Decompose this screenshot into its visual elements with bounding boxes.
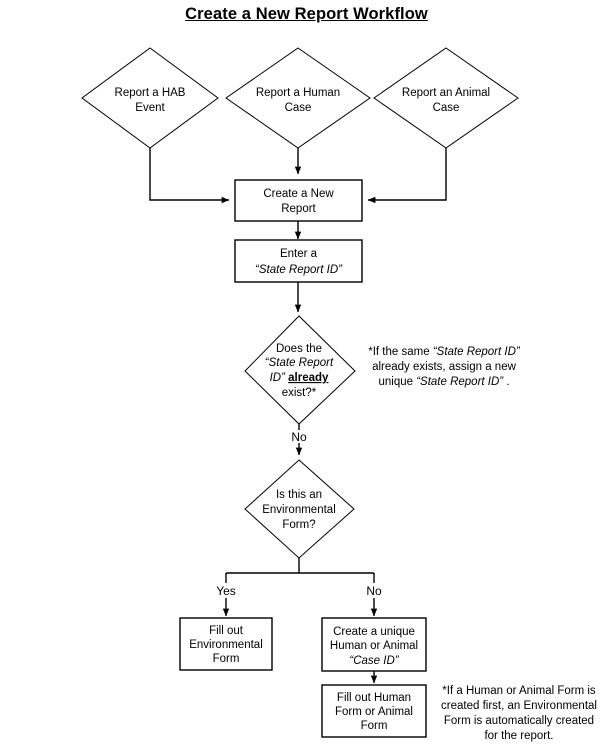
node-enter-state-report-id[interactable]: Enter a “State Report ID”	[234, 239, 363, 283]
connectors	[149, 148, 447, 684]
node-label-line1: Report a HAB	[115, 87, 186, 99]
node-create-new-report[interactable]: Create a New Report	[234, 179, 363, 222]
branch-label-decision-env-no: No	[366, 584, 382, 598]
node-label-line2: Environmental	[262, 504, 336, 516]
diamond-shape	[373, 47, 519, 149]
node-label-line1: Report an Animal	[402, 87, 490, 99]
node-label-line2: Form or Animal	[335, 706, 413, 718]
node-label-line1: Is this an	[276, 489, 322, 501]
node-label-line1: Fill out Human	[337, 692, 411, 704]
diamond-shape	[244, 459, 355, 559]
node-label-line2: Report	[281, 203, 316, 215]
node-label-line2: “State Report ID”	[255, 264, 343, 276]
node-decision-state-report-id-exists[interactable]: Does the “State Report ID” already exist…	[244, 315, 356, 425]
node-label-line1: Fill out	[209, 625, 244, 637]
node-report-human-case[interactable]: Report a Human Case	[225, 47, 371, 149]
diamond-shape	[244, 315, 356, 425]
connector-decision-env-split	[225, 558, 375, 583]
process-box	[234, 179, 363, 222]
note-auto-environmental-form: *If a Human or Animal Form is created fi…	[441, 685, 597, 742]
note-line1-prefix: *If the same	[368, 346, 433, 358]
node-report-animal-case[interactable]: Report an Animal Case	[373, 47, 519, 149]
node-label-line2: Case	[433, 102, 460, 114]
note-line3: unique “State Report ID” .	[378, 376, 509, 388]
note-line4: for the report.	[484, 730, 553, 742]
node-label-line3: Form	[361, 720, 388, 732]
node-label-line3: “Case ID”	[349, 655, 399, 667]
node-fill-out-environmental-form[interactable]: Fill out Environmental Form	[179, 617, 273, 671]
process-box	[321, 617, 427, 672]
node-label-line3-emphasis: already	[288, 372, 329, 384]
node-label-line4: exist?*	[282, 387, 317, 399]
note-line3-term: “State Report ID”	[416, 376, 504, 388]
page-title: Create a New Report Workflow	[185, 5, 428, 23]
title-block: Create a New Report Workflow	[0, 5, 613, 24]
node-label-line1: Enter a	[280, 248, 318, 260]
node-label-line3: Form?	[282, 519, 315, 531]
node-label-line3: Form	[213, 653, 240, 665]
note-line3: Form is automatically created	[444, 715, 594, 727]
branch-label-decision-id-no: No	[291, 430, 307, 444]
note-line2: already exists, assign a new	[372, 361, 517, 373]
process-box	[179, 617, 273, 671]
note-line2: created first, an Environmental	[441, 700, 597, 712]
note-line1: *If the same “State Report ID”	[368, 346, 521, 358]
node-create-unique-case-id[interactable]: Create a unique Human or Animal “Case ID…	[321, 617, 427, 672]
node-label-line1: Report a Human	[256, 87, 340, 99]
node-fill-out-human-or-animal-form[interactable]: Fill out Human Form or Animal Form	[321, 684, 427, 738]
node-decision-environmental-form[interactable]: Is this an Environmental Form?	[244, 459, 355, 559]
node-label-line2: Human or Animal	[330, 640, 418, 652]
branch-label-decision-env-yes: Yes	[216, 584, 236, 598]
node-report-hab-event[interactable]: Report a HAB Event	[81, 47, 219, 149]
process-box	[321, 684, 427, 738]
process-box	[234, 239, 363, 283]
node-label-line1: Create a unique	[333, 626, 415, 638]
node-label-line2: Environmental	[189, 639, 263, 651]
note-line3-suffix: .	[503, 376, 509, 388]
connector-hab-to-create	[149, 148, 230, 204]
connector-animal-to-create	[367, 148, 447, 204]
node-label-line3: ID” already	[270, 372, 329, 384]
note-line1: *If a Human or Animal Form is	[442, 685, 596, 697]
note-state-report-id: *If the same “State Report ID” already e…	[368, 346, 521, 388]
diamond-shape	[225, 47, 371, 149]
note-line3-prefix: unique	[378, 376, 416, 388]
note-line1-term: “State Report ID”	[433, 346, 521, 358]
node-label-line2: Case	[285, 102, 312, 114]
node-label-line1: Does the	[276, 343, 322, 355]
node-label-line2: Event	[135, 102, 165, 114]
node-label-line2: “State Report	[265, 357, 334, 369]
node-label-line3-italic: ID”	[270, 372, 287, 384]
diamond-shape	[81, 47, 219, 149]
node-label-line1: Create a New	[263, 188, 334, 200]
